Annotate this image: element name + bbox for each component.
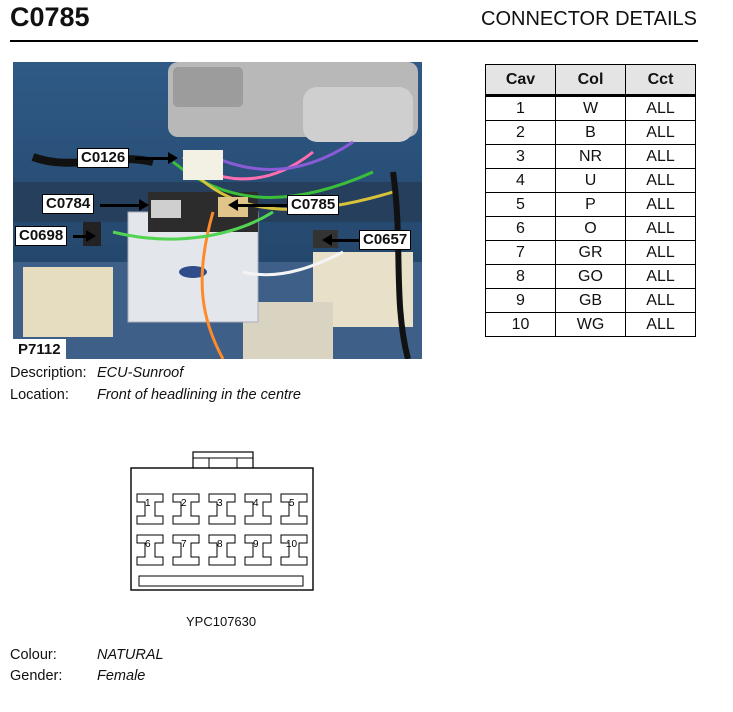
cell-cct: ALL bbox=[625, 144, 696, 169]
arrow-c0698 bbox=[73, 230, 96, 242]
cell-cav: 9 bbox=[485, 288, 556, 313]
terminal-cavity bbox=[172, 534, 200, 566]
pin-label: 1 bbox=[145, 498, 151, 509]
callout-c0657: C0657 bbox=[359, 230, 412, 250]
terminal-cavity bbox=[172, 493, 200, 525]
description-value: ECU-Sunroof bbox=[97, 365, 184, 381]
cell-cav: 7 bbox=[485, 240, 556, 265]
pin-label: 6 bbox=[145, 539, 151, 550]
cell-col: O bbox=[555, 216, 626, 241]
location-label: Location: bbox=[10, 387, 69, 403]
cell-col: GO bbox=[555, 264, 626, 289]
gender-value: Female bbox=[97, 668, 146, 684]
callout-c0784: C0784 bbox=[42, 194, 95, 214]
cell-col: P bbox=[555, 192, 626, 217]
cell-cct: ALL bbox=[625, 312, 696, 337]
connector-location-photo: C0126 C0784 C0785 C0698 C0657 P7112 bbox=[13, 62, 422, 359]
terminal-cavity bbox=[136, 493, 164, 525]
header-cct: Cct bbox=[625, 64, 696, 97]
pin-label: 4 bbox=[253, 498, 259, 509]
terminal-cavity bbox=[244, 493, 272, 525]
terminal-cavity bbox=[280, 493, 308, 525]
cell-cct: ALL bbox=[625, 95, 696, 121]
cell-cav: 10 bbox=[485, 312, 556, 337]
arrow-c0126 bbox=[135, 152, 178, 164]
location-value: Front of headlining in the centre bbox=[97, 387, 301, 403]
terminal-cavity bbox=[280, 534, 308, 566]
cell-cct: ALL bbox=[625, 192, 696, 217]
connector-id-title: C0785 bbox=[10, 2, 90, 32]
cell-cav: 1 bbox=[485, 95, 556, 121]
cell-cct: ALL bbox=[625, 168, 696, 193]
terminal-cavity bbox=[244, 534, 272, 566]
section-heading: CONNECTOR DETAILS bbox=[481, 8, 697, 30]
cell-col: NR bbox=[555, 144, 626, 169]
arrow-c0785 bbox=[228, 199, 287, 211]
cell-cct: ALL bbox=[625, 240, 696, 265]
header-cav: Cav bbox=[485, 64, 556, 97]
callout-c0785: C0785 bbox=[287, 195, 340, 215]
connector-face-diagram: 1 2 3 4 5 6 7 8 9 10 bbox=[130, 451, 314, 591]
gender-label: Gender: bbox=[10, 668, 63, 684]
photo-code: P7112 bbox=[13, 339, 66, 359]
cell-cct: ALL bbox=[625, 216, 696, 241]
callout-c0698: C0698 bbox=[15, 226, 68, 246]
callout-c0126: C0126 bbox=[77, 148, 130, 168]
cell-cav: 4 bbox=[485, 168, 556, 193]
cell-cct: ALL bbox=[625, 120, 696, 145]
arrow-c0657 bbox=[322, 234, 359, 246]
colour-label: Colour: bbox=[10, 647, 57, 663]
pin-label: 5 bbox=[289, 498, 295, 509]
cell-col: U bbox=[555, 168, 626, 193]
terminal-cavity bbox=[208, 534, 236, 566]
pin-label: 9 bbox=[253, 539, 259, 550]
cell-col: WG bbox=[555, 312, 626, 337]
cell-cav: 2 bbox=[485, 120, 556, 145]
pin-label: 10 bbox=[286, 539, 298, 550]
pin-labels-bottom: 6 7 8 9 10 bbox=[145, 539, 298, 550]
photo-illustration bbox=[13, 62, 422, 359]
part-number: YPC107630 bbox=[186, 614, 257, 629]
terminal-cavity bbox=[136, 534, 164, 566]
pin-shapes bbox=[136, 493, 308, 566]
description-label: Description: bbox=[10, 365, 87, 381]
pin-label: 3 bbox=[217, 498, 223, 509]
pin-label: 8 bbox=[217, 539, 223, 550]
cell-cav: 3 bbox=[485, 144, 556, 169]
table-header-row: Cav Col Cct bbox=[485, 64, 696, 97]
cell-col: W bbox=[555, 95, 626, 121]
pin-label: 7 bbox=[181, 539, 187, 550]
header-col: Col bbox=[555, 64, 626, 97]
cell-cct: ALL bbox=[625, 288, 696, 313]
pin-label: 2 bbox=[181, 498, 187, 509]
pin-labels-top: 1 2 3 4 5 bbox=[145, 498, 295, 509]
cell-cct: ALL bbox=[625, 264, 696, 289]
arrow-c0784 bbox=[100, 199, 149, 211]
cell-cav: 8 bbox=[485, 264, 556, 289]
cell-cav: 6 bbox=[485, 216, 556, 241]
header-rule bbox=[10, 40, 698, 42]
cell-col: GB bbox=[555, 288, 626, 313]
cell-cav: 5 bbox=[485, 192, 556, 217]
cell-col: GR bbox=[555, 240, 626, 265]
cell-col: B bbox=[555, 120, 626, 145]
terminal-cavity bbox=[208, 493, 236, 525]
colour-value: NATURAL bbox=[97, 647, 164, 663]
